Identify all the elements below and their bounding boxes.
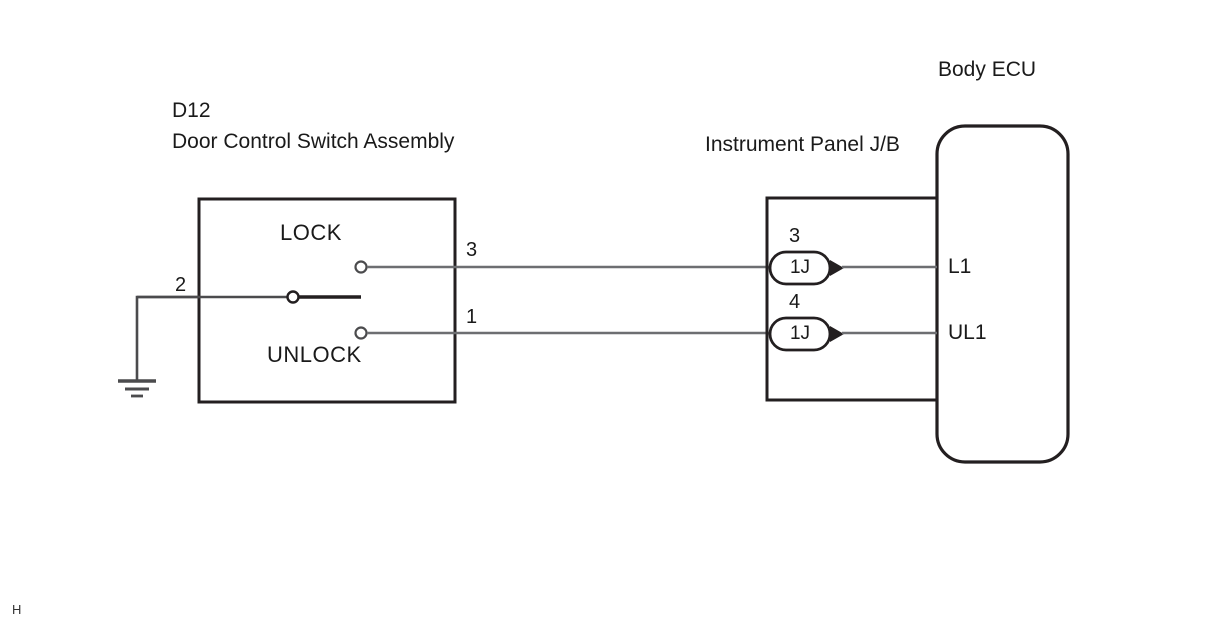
body-ecu-terminal-l1: L1 — [948, 255, 972, 278]
switch-state-lock-label: LOCK — [280, 220, 342, 245]
body-ecu-label: Body ECU — [938, 58, 1037, 81]
jb-connector-code-1j-upper: 1J — [789, 257, 811, 278]
chassis-ground-icon — [118, 379, 156, 398]
door-switch-box — [197, 197, 457, 404]
door-switch-name: Door Control Switch Assembly — [172, 130, 455, 153]
door-switch-code: D12 — [172, 99, 211, 122]
lock-contact-point — [354, 260, 368, 274]
body-ecu-terminal-ul1: UL1 — [948, 321, 987, 344]
switch-pivot-contact — [286, 290, 300, 304]
arrowhead-ul1 — [830, 326, 844, 342]
jb-connector-pin-3-label: 3 — [789, 225, 801, 247]
jb-connector-code-1j-lower: 1J — [789, 323, 811, 344]
arrowhead-l1 — [830, 260, 844, 276]
door-switch-pin-3-label: 3 — [466, 239, 478, 261]
jb-connector-pin-4-label: 4 — [789, 291, 801, 313]
switch-state-unlock-label: UNLOCK — [267, 342, 362, 367]
unlock-contact-point — [354, 326, 368, 340]
instrument-panel-jb-label: Instrument Panel J/B — [705, 133, 900, 156]
page-corner-marker: H — [12, 602, 22, 617]
door-switch-pin-1-label: 1 — [466, 306, 478, 328]
ground-wire — [135, 295, 199, 380]
door-switch-pin-2-label: 2 — [175, 274, 187, 296]
body-ecu-box — [935, 124, 1070, 464]
instrument-panel-jb-box — [765, 196, 937, 402]
